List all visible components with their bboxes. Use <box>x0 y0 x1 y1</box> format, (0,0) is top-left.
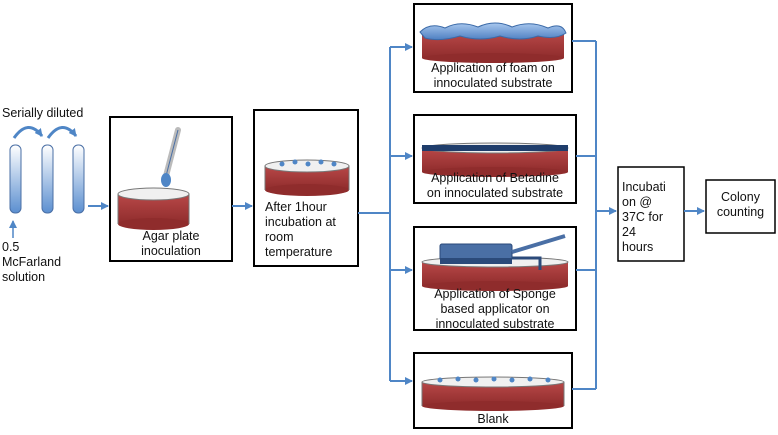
sponge-applicator-icon <box>439 234 566 270</box>
colony-counting-box <box>705 179 776 234</box>
tube-1 <box>9 144 22 214</box>
inoculation-label: Agar plate inoculation <box>141 229 201 258</box>
serially-diluted-label: Serially diluted <box>2 106 84 120</box>
foam-box <box>413 3 573 93</box>
dilution-arrow-1 <box>12 126 44 139</box>
colony-counting-label: Colony counting <box>716 190 765 219</box>
inoculating-loop-icon <box>161 127 181 187</box>
agar-plate-1 <box>117 187 190 230</box>
betadine-plate <box>421 142 569 177</box>
sponge-box <box>413 226 577 331</box>
incubation-37-label: Incubati on @ 37C for 24 hours <box>622 180 666 254</box>
sponge-label: Application of Sponge based applicator o… <box>434 287 556 331</box>
test-tubes <box>9 144 85 214</box>
foam-plate <box>419 22 567 63</box>
blank-plate <box>421 376 565 411</box>
blank-box <box>413 352 573 429</box>
inoculation-box <box>109 116 233 262</box>
blank-label: Blank <box>477 412 509 426</box>
mcfarland-label: 0.5 McFarland solution <box>2 240 62 284</box>
incubation-room-box <box>253 109 359 267</box>
betadine-box <box>413 114 577 204</box>
connector-arrows <box>88 40 705 390</box>
foam-label: Application of foam on innoculated subst… <box>431 61 555 90</box>
tube-3 <box>72 144 85 214</box>
betadine-label: Application of Betadine on innoculated s… <box>426 171 564 200</box>
incubation-room-label: After 1hour incubation at room temperatu… <box>265 200 336 259</box>
incubation-37-box <box>617 166 685 262</box>
agar-plate-2 <box>264 159 350 196</box>
tube-2 <box>41 144 54 214</box>
dilution-arrow-2 <box>46 126 78 139</box>
